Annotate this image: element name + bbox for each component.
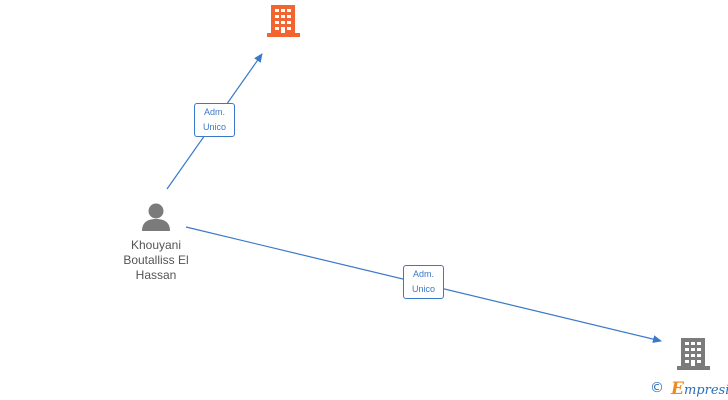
brand-first-letter: E <box>671 379 684 399</box>
empresia-logo[interactable]: Empresia <box>671 379 728 399</box>
copyright-symbol: © <box>650 380 664 396</box>
person-name-line: Khouyani <box>130 238 182 252</box>
person-icon[interactable] <box>142 203 170 232</box>
edge-label-line: Adm. <box>412 269 434 279</box>
edge-label-line: Unico <box>411 284 435 294</box>
company-building-icon[interactable] <box>267 5 300 37</box>
brand-rest: mpresia <box>683 383 728 398</box>
edge-label-line: Unico <box>202 122 226 132</box>
edge-label-top: Adm. Unico <box>194 103 235 137</box>
person-name-line: Boutalliss El <box>123 253 189 267</box>
person-name-label[interactable]: Khouyani Boutalliss El Hassan <box>106 238 206 283</box>
person-name-line: Hassan <box>135 268 177 282</box>
edge-label-bottom: Adm. Unico <box>403 265 444 299</box>
company-building-icon[interactable] <box>677 338 710 370</box>
edge-label-line: Adm. <box>203 107 225 117</box>
